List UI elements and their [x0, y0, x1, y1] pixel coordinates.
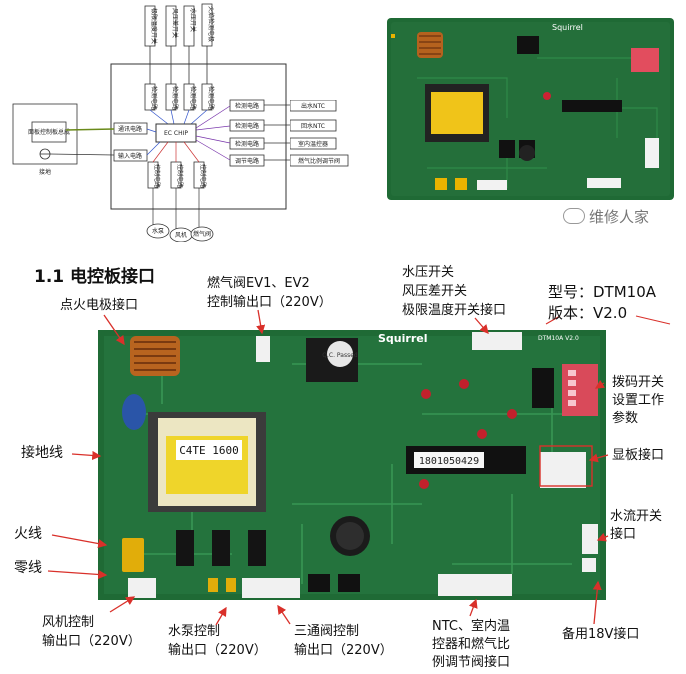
main-board: C4TE 1600 Q.C. Passed Squirrel DTM10A V2… [98, 330, 606, 600]
label-dip-1: 拨码开关 [612, 375, 665, 390]
label-pressure-2: 风压差开关 [402, 284, 468, 299]
label-water-flow-1: 水流开关 [610, 509, 663, 524]
label-water-flow-2: 接口 [610, 527, 637, 542]
watermark-text: 维修人家 [589, 208, 650, 226]
right-module-4: 燃气比例调节阀 [298, 157, 340, 165]
label-ntc-1: NTC、室内温 [432, 619, 510, 634]
block-diagram: 极限温度开关 风压差开关 水压开关 火焰检测电极 检测电路 检测电路 检测电路 … [12, 3, 290, 242]
model-type: 型号：DTM10A [548, 283, 657, 301]
label-spare: 备用18V接口 [562, 627, 640, 642]
label-pump-2: 输出口（220V） [168, 643, 267, 658]
label-fan-2: 输出口（220V） [42, 634, 141, 649]
model-version: 版本：V2.0 [548, 304, 628, 322]
right-circuit-4: 调节电路 [235, 157, 259, 165]
display-connector-box [539, 445, 593, 487]
board-model-print: DTM10A V2.0 [538, 335, 579, 342]
relay-sticker: Q.C. Passed [322, 352, 358, 359]
label-pressure-1: 水压开关 [402, 265, 455, 280]
right-circuit-1: 检测电路 [235, 102, 259, 110]
label-pressure-3: 极限温度开关接口 [402, 303, 507, 318]
left-panel-label: 面板控制板总成 [28, 128, 70, 136]
bottom-load-2: 风机 [175, 231, 187, 239]
right-circuit-3: 检测电路 [235, 140, 259, 148]
top-module-4: 火焰检测电极 [207, 6, 215, 42]
top-module-2: 风压差开关 [171, 8, 179, 38]
bottom-load-1: 水泵 [152, 227, 164, 235]
chip-code: 1801050429 [419, 456, 479, 467]
label-dip-2: 设置工作 [612, 393, 665, 408]
ground-label: 接地 [39, 168, 51, 176]
top-module-3: 水压开关 [189, 8, 197, 32]
top-circuit-2: 检测电路 [171, 86, 179, 110]
watermark: 维修人家 [563, 206, 649, 227]
section-title: 1.1 电控板接口 [34, 267, 156, 287]
label-gas-valve-1: 燃气阀EV1、EV2 [207, 276, 310, 291]
bottom-load-3: 燃气阀 [193, 230, 211, 238]
left-circuit-1: 通讯电路 [118, 125, 142, 133]
right-module-labels: 出水NTC 回水NTC 室内温控器 燃气比例调节阀 [290, 100, 349, 167]
label-ntc-2: 控器和燃气比 [432, 637, 511, 652]
right-module-1: 出水NTC [301, 102, 325, 110]
board-photo-small: Squirrel [387, 18, 674, 200]
top-circuit-4: 检测电路 [207, 86, 215, 110]
label-dip-3: 参数 [612, 411, 639, 426]
top-module-1: 极限温度开关 [150, 8, 158, 44]
label-live: 火线 [14, 526, 42, 542]
wechat-icon [563, 208, 585, 224]
bottom-circuit-3: 控制电路 [199, 164, 207, 188]
label-ignition: 点火电极接口 [60, 298, 139, 313]
photo-brand: Squirrel [552, 23, 583, 32]
right-module-3: 室内温控器 [298, 140, 328, 148]
label-gas-valve-2: 控制输出口（220V） [207, 295, 332, 310]
label-display: 显板接口 [612, 448, 665, 463]
label-ground: 接地线 [21, 445, 63, 461]
label-pump-1: 水泵控制 [168, 624, 221, 639]
bottom-circuit-1: 控制电路 [153, 164, 161, 188]
right-circuit-2: 检测电路 [235, 122, 259, 130]
top-circuit-1: 检测电路 [150, 86, 158, 110]
label-neutral: 零线 [14, 560, 42, 576]
right-module-2: 回水NTC [301, 122, 325, 130]
label-fan-1: 风机控制 [42, 615, 95, 630]
label-three-way-1: 三通阀控制 [294, 624, 360, 639]
bottom-circuit-2: 控制电路 [176, 164, 184, 188]
board-brand: Squirrel [378, 332, 427, 345]
label-ntc-3: 例调节阀接口 [432, 655, 511, 670]
left-circuit-2: 输入电路 [118, 152, 142, 160]
label-three-way-2: 输出口（220V） [294, 643, 393, 658]
top-circuit-3: 检测电路 [189, 86, 197, 110]
transformer-label: C4TE 1600 [179, 444, 239, 457]
chip-label: EC CHIP [164, 130, 188, 137]
